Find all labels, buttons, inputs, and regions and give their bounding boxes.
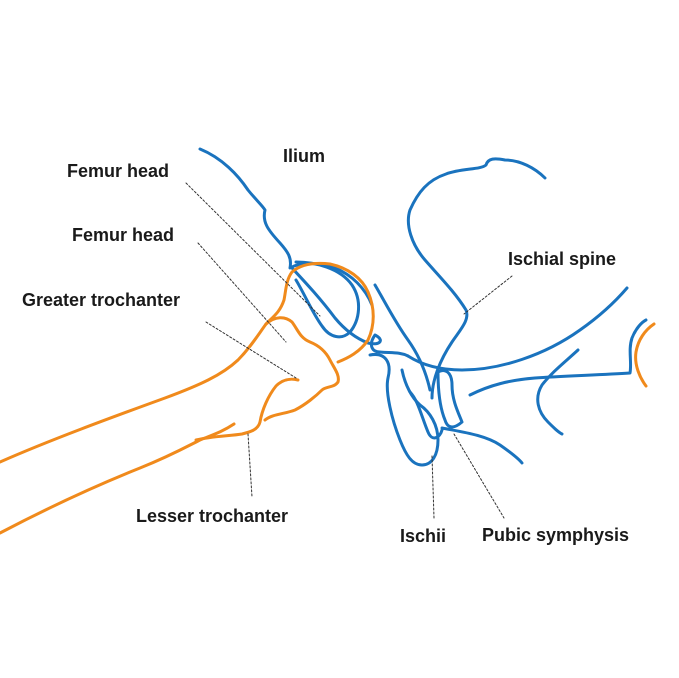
label-ischial-spine: Ischial spine xyxy=(508,249,617,269)
ischial-tuberosity-outline xyxy=(408,390,444,440)
pubic-ramus-outline xyxy=(440,426,524,465)
femur-shaft-upper-outline xyxy=(0,261,375,464)
femur-shaft-lower-outline xyxy=(0,422,236,535)
obturator-outline xyxy=(468,318,648,397)
label-femur-head-1: Femur head xyxy=(67,161,170,181)
leader-pubic-symphysis xyxy=(453,433,505,519)
sacrum-outline xyxy=(406,157,547,400)
leader-femur-head-1 xyxy=(185,182,321,317)
contralateral-ischium-outline xyxy=(536,348,580,436)
label-greater-trochanter: Greater trochanter xyxy=(22,290,181,310)
label-femur-head-2: Femur head xyxy=(72,225,175,245)
leader-femur-head-2 xyxy=(197,242,287,343)
ischium-body-outline xyxy=(368,352,440,467)
leader-greater-trochanter xyxy=(205,321,297,379)
leader-lines xyxy=(185,182,513,519)
ischium-outline xyxy=(373,283,432,392)
pubis-outline xyxy=(436,369,464,429)
label-lesser-trochanter: Lesser trochanter xyxy=(136,506,289,526)
leader-ischial-spine xyxy=(463,275,513,315)
contralateral-femur-outline xyxy=(634,322,656,388)
sacrum-base-outline xyxy=(406,286,629,372)
pelvis-outline xyxy=(198,147,648,467)
ilium-outline xyxy=(198,147,374,307)
lesser-trochanter-outline xyxy=(194,377,300,442)
acetabulum-outline xyxy=(290,266,410,358)
femur-outline xyxy=(0,261,656,535)
acetabulum-inner-outline xyxy=(294,260,360,339)
label-ilium: Ilium xyxy=(283,146,326,166)
leader-lesser-trochanter xyxy=(247,433,253,498)
femur-neck-outline xyxy=(263,316,340,422)
label-ischii: Ischii xyxy=(400,526,447,546)
leader-ischii xyxy=(431,455,435,519)
label-pubic-symphysis: Pubic symphysis xyxy=(482,525,630,545)
